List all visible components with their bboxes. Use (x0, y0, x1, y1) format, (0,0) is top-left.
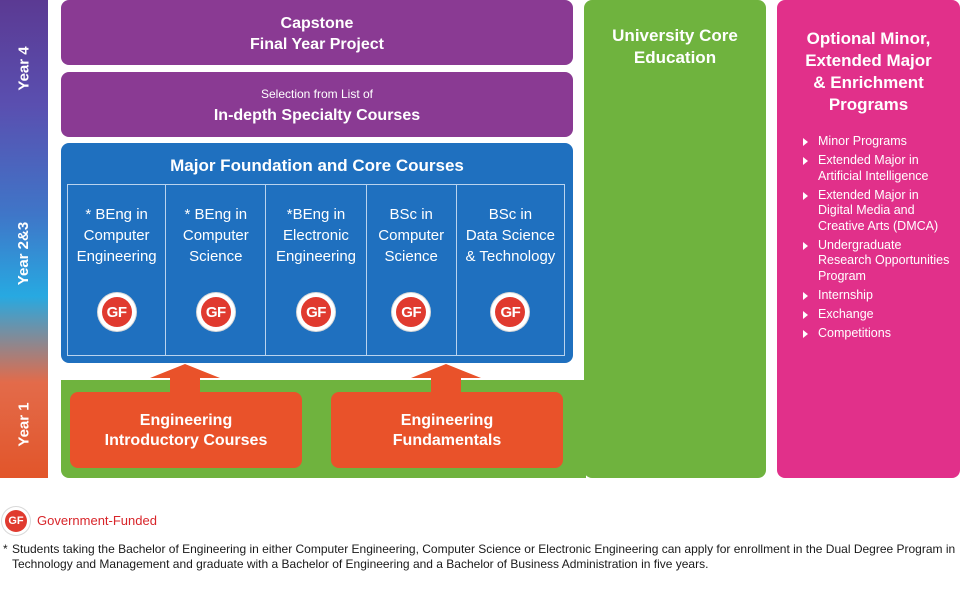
year-2-3-label: Year 2&3 (15, 221, 33, 285)
gf-badge-icon: GF (296, 293, 335, 331)
optional-programs-title: Optional Minor, Extended Major & Enrichm… (805, 29, 932, 114)
up-arrow-icon (411, 364, 481, 394)
legend-label: Government-Funded (37, 513, 157, 528)
bullet-triangle-icon (803, 157, 808, 165)
footnote-text: Students taking the Bachelor of Engineer… (12, 542, 956, 571)
up-arrow-icon (150, 364, 220, 394)
list-item: Minor Programs (801, 134, 951, 150)
year-band: Year 4 Year 2&3 Year 1 (0, 0, 48, 478)
list-item: Undergraduate Research Opportunities Pro… (801, 238, 951, 285)
engineering-introductory-box: Engineering Introductory Courses (70, 392, 302, 468)
list-item: Internship (801, 288, 951, 304)
bullet-triangle-icon (803, 191, 808, 200)
gf-badge-icon: GF (491, 293, 530, 331)
list-item: Extended Major in Digital Media and Crea… (801, 188, 951, 235)
capstone-box: Capstone Final Year Project (61, 0, 573, 65)
year-4-label: Year 4 (15, 46, 33, 91)
list-item: Competitions (801, 326, 951, 342)
gf-badge-icon: GF (97, 293, 136, 331)
year-1-label: Year 1 (15, 401, 33, 447)
bullet-triangle-icon (803, 241, 808, 250)
gf-badge-icon: GF (392, 293, 431, 331)
bullet-triangle-icon (803, 329, 808, 338)
bullet-triangle-icon (803, 291, 808, 300)
major-foundation-title: Major Foundation and Core Courses (170, 156, 464, 175)
gf-legend-icon: GF (2, 507, 30, 535)
engineering-fundamentals-box: Engineering Fundamentals (331, 392, 563, 468)
university-core-title: University Core Education (612, 26, 738, 67)
list-item: Extended Major in Artificial Intelligenc… (801, 153, 951, 184)
optional-programs-list: Minor Programs Extended Major in Artific… (801, 134, 951, 345)
list-item: Exchange (801, 307, 951, 323)
footnote-marker: * (3, 542, 8, 556)
indepth-specialty-box: Selection from List of In-depth Specialt… (61, 72, 573, 137)
footnote: * Students taking the Bachelor of Engine… (3, 542, 958, 572)
bullet-triangle-icon (803, 310, 808, 319)
gf-badge-icon: GF (196, 293, 235, 331)
optional-programs-column: Optional Minor, Extended Major & Enrichm… (777, 0, 960, 478)
bullet-triangle-icon (803, 138, 808, 146)
university-core-column (584, 0, 766, 478)
